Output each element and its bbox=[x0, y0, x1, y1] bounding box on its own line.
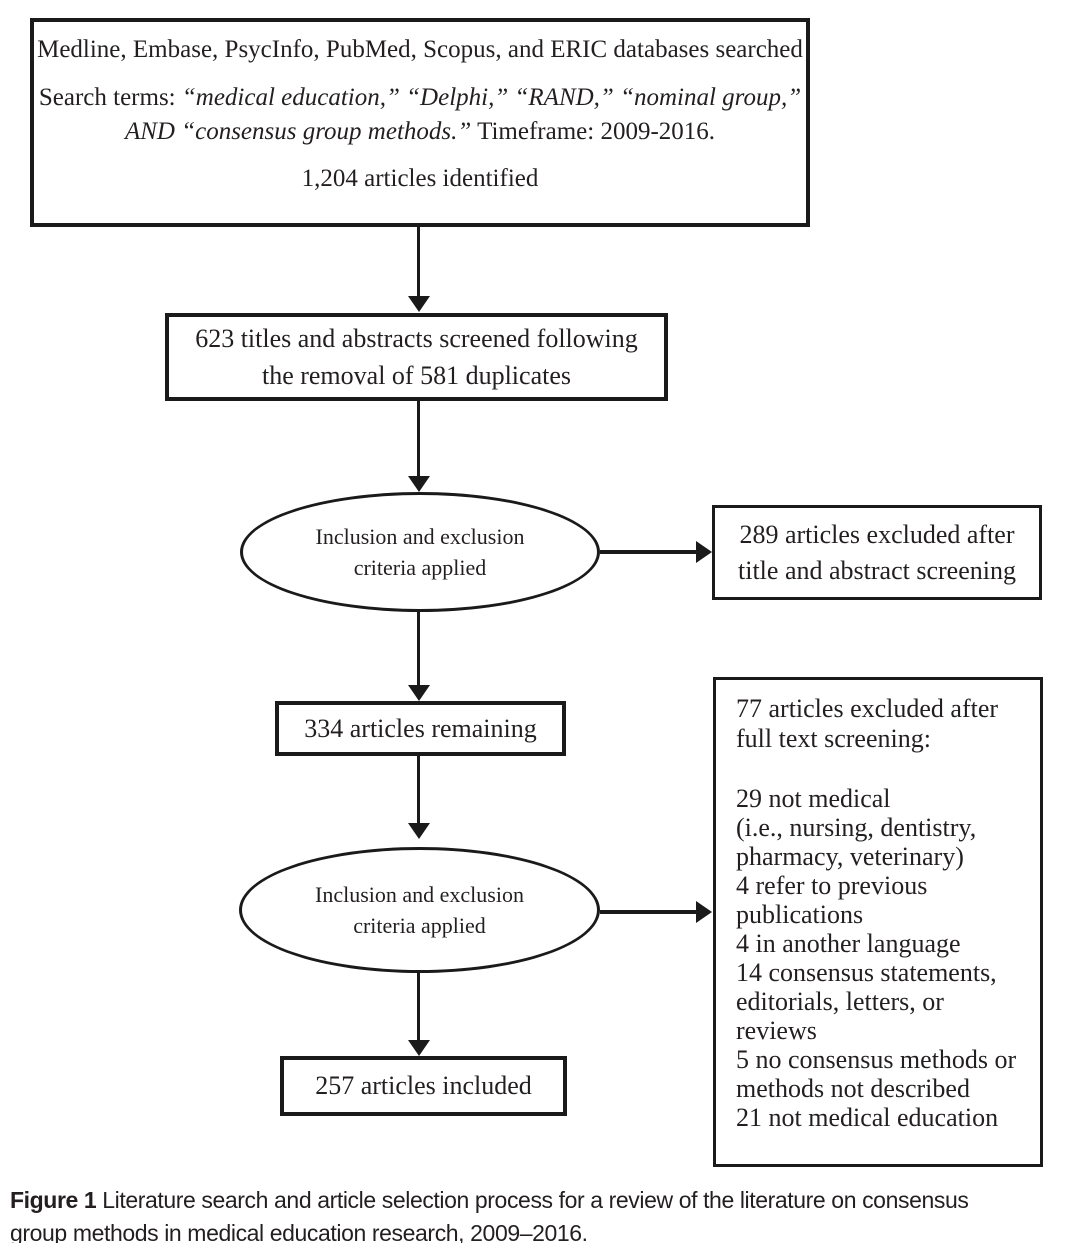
arrow-criteria1-to-remaining-line bbox=[417, 612, 420, 685]
criteria-ellipse-1: Inclusion and exclusion criteria applied bbox=[240, 492, 600, 612]
included-box-text: 257 articles included bbox=[315, 1071, 532, 1100]
arrow-search-to-screened-line bbox=[417, 227, 420, 296]
arrow-screened-to-criteria-line bbox=[417, 401, 420, 476]
arrow-criteria1-to-remaining-head bbox=[408, 685, 430, 701]
timeframe-text: Timeframe: 2009-2016. bbox=[471, 118, 716, 145]
search-terms-italic-line1: “medical education,” “Delphi,” “RAND,” “… bbox=[181, 84, 802, 111]
arrow-remaining-to-criteria2-line bbox=[417, 756, 420, 823]
arrow-criteria2-to-included-head bbox=[408, 1040, 430, 1056]
screened-box-text: 623 titles and abstracts screened follow… bbox=[195, 324, 638, 390]
excluded-reason-no-consensus-methods: 5 no consensus methods or methods not de… bbox=[736, 1045, 1017, 1103]
criteria-ellipse-2: Inclusion and exclusion criteria applied bbox=[239, 847, 600, 973]
remaining-box: 334 articles remaining bbox=[275, 701, 566, 756]
excluded-reason-another-language: 4 in another language bbox=[736, 929, 961, 958]
figure-caption: Figure 1 Literature search and article s… bbox=[10, 1184, 1062, 1243]
search-terms-italic-line2: AND “consensus group methods.” bbox=[124, 118, 472, 145]
arrow-screened-to-criteria-head bbox=[408, 476, 430, 492]
criteria-ellipse-1-text: Inclusion and exclusion criteria applied bbox=[315, 524, 525, 580]
excluded-reason-previous-publications: 4 refer to previous publications bbox=[736, 871, 928, 929]
excluded-fulltext-header: 77 articles excluded after full text scr… bbox=[736, 694, 999, 753]
arrow-criteria1-to-excluded-head bbox=[696, 541, 712, 563]
excluded-fulltext-box: 77 articles excluded after full text scr… bbox=[713, 677, 1043, 1167]
screened-box: 623 titles and abstracts screened follow… bbox=[165, 313, 668, 401]
articles-identified-text: 1,204 articles identified bbox=[301, 165, 539, 192]
figure-caption-label: Figure 1 bbox=[10, 1187, 97, 1213]
remaining-box-text: 334 articles remaining bbox=[304, 713, 537, 743]
excluded-title-abstract-text: 289 articles excluded after title and ab… bbox=[738, 519, 1016, 585]
excluded-title-abstract-box: 289 articles excluded after title and ab… bbox=[712, 505, 1042, 600]
arrow-search-to-screened-head bbox=[408, 296, 430, 312]
arrow-criteria2-to-included-line bbox=[417, 973, 420, 1040]
excluded-reason-not-medical-education: 21 not medical education bbox=[736, 1103, 999, 1132]
databases-searched-text: Medline, Embase, PsycInfo, PubMed, Scopu… bbox=[37, 36, 803, 63]
criteria-ellipse-2-text: Inclusion and exclusion criteria applied bbox=[315, 882, 524, 938]
database-search-box: Medline, Embase, PsycInfo, PubMed, Scopu… bbox=[30, 18, 810, 227]
arrow-remaining-to-criteria2-head bbox=[408, 823, 430, 839]
included-box: 257 articles included bbox=[280, 1056, 567, 1116]
figure-caption-text: Literature search and article selection … bbox=[10, 1187, 969, 1243]
arrow-criteria2-to-excluded-line bbox=[600, 910, 696, 914]
arrow-criteria1-to-excluded-line bbox=[600, 550, 696, 554]
excluded-reason-statements-editorials: 14 consensus statements, editorials, let… bbox=[736, 958, 997, 1045]
arrow-criteria2-to-excluded-head bbox=[696, 901, 712, 923]
search-terms-text: Search terms: “medical education,” “Delp… bbox=[34, 81, 806, 149]
excluded-reason-not-medical: 29 not medical (i.e., nursing, dentistry… bbox=[736, 784, 977, 871]
search-terms-prefix: Search terms: bbox=[38, 84, 182, 111]
